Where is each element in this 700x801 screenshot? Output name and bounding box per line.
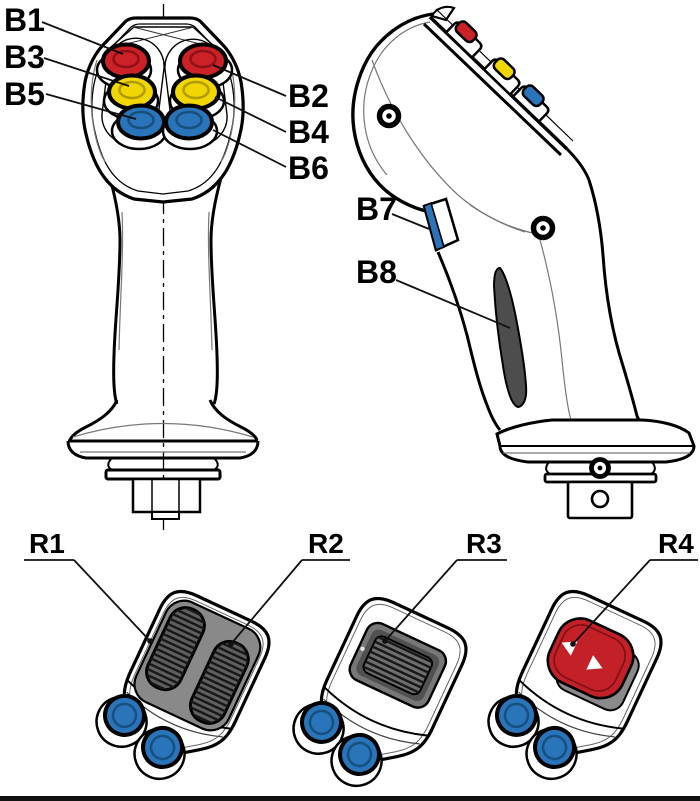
aux-button-blue <box>525 725 578 781</box>
label-r4: R4 <box>658 528 694 559</box>
leader-r4 <box>570 559 698 647</box>
leader-b6 <box>212 129 287 168</box>
arrow-right-icon <box>586 655 603 670</box>
bottom-view-single-roller <box>292 596 468 788</box>
screw-icon <box>530 215 556 241</box>
side-button-red <box>444 20 483 60</box>
head-tip-tab <box>430 5 456 22</box>
leader-r3 <box>382 559 507 644</box>
label-b8: B8 <box>356 254 397 290</box>
grip-outline <box>436 179 643 431</box>
leader-b4 <box>214 96 287 133</box>
leader-b3 <box>43 57 130 87</box>
leader-b2 <box>212 64 287 97</box>
screw-icon <box>376 103 402 129</box>
aux-button-blue <box>330 732 383 788</box>
label-b3: B3 <box>4 39 45 75</box>
label-b6: B6 <box>288 150 329 186</box>
button-b8 <box>492 266 528 409</box>
figure-border <box>0 796 700 801</box>
leader-r1 <box>24 559 153 644</box>
leader-b8 <box>395 279 511 329</box>
bottom-view-rocker <box>487 589 663 781</box>
side-button-blue <box>511 84 550 124</box>
leader-b5 <box>45 93 137 120</box>
head-outline <box>81 16 245 204</box>
roller-r1 <box>145 606 206 692</box>
button-b5 <box>110 103 168 151</box>
label-r3: R3 <box>466 528 502 559</box>
side-view <box>351 5 696 520</box>
aux-button-blue <box>292 700 345 755</box>
mount-hole <box>590 489 610 509</box>
bottom-view-rollers <box>95 589 271 781</box>
front-view <box>66 4 260 530</box>
leader-b1 <box>41 21 124 55</box>
label-b2: B2 <box>288 78 329 114</box>
label-b4: B4 <box>288 114 329 150</box>
label-b7: B7 <box>356 191 397 227</box>
label-b1: B1 <box>4 2 45 38</box>
button-b7 <box>422 197 460 252</box>
screw-icon <box>589 457 611 479</box>
roller-r3 <box>348 621 448 709</box>
aux-button-blue <box>133 725 186 781</box>
aux-button-blue <box>95 693 148 748</box>
label-b5: B5 <box>4 76 45 112</box>
leader-b7 <box>391 213 430 230</box>
handle-outline <box>108 177 223 405</box>
aux-button-blue <box>487 693 540 748</box>
leader-r2 <box>228 559 350 647</box>
labels: B1 B3 B5 B2 B4 B6 B7 B8 R1 R2 R3 R4 <box>4 2 694 559</box>
side-base-mount <box>495 418 696 520</box>
base-mount <box>66 399 260 520</box>
side-button-yellow <box>482 57 521 97</box>
label-r2: R2 <box>308 528 344 559</box>
leader-lines <box>24 21 698 647</box>
label-r1: R1 <box>29 528 65 559</box>
button-b6 <box>161 103 219 151</box>
rocker-r4 <box>546 617 640 712</box>
roller-r2 <box>188 639 250 725</box>
